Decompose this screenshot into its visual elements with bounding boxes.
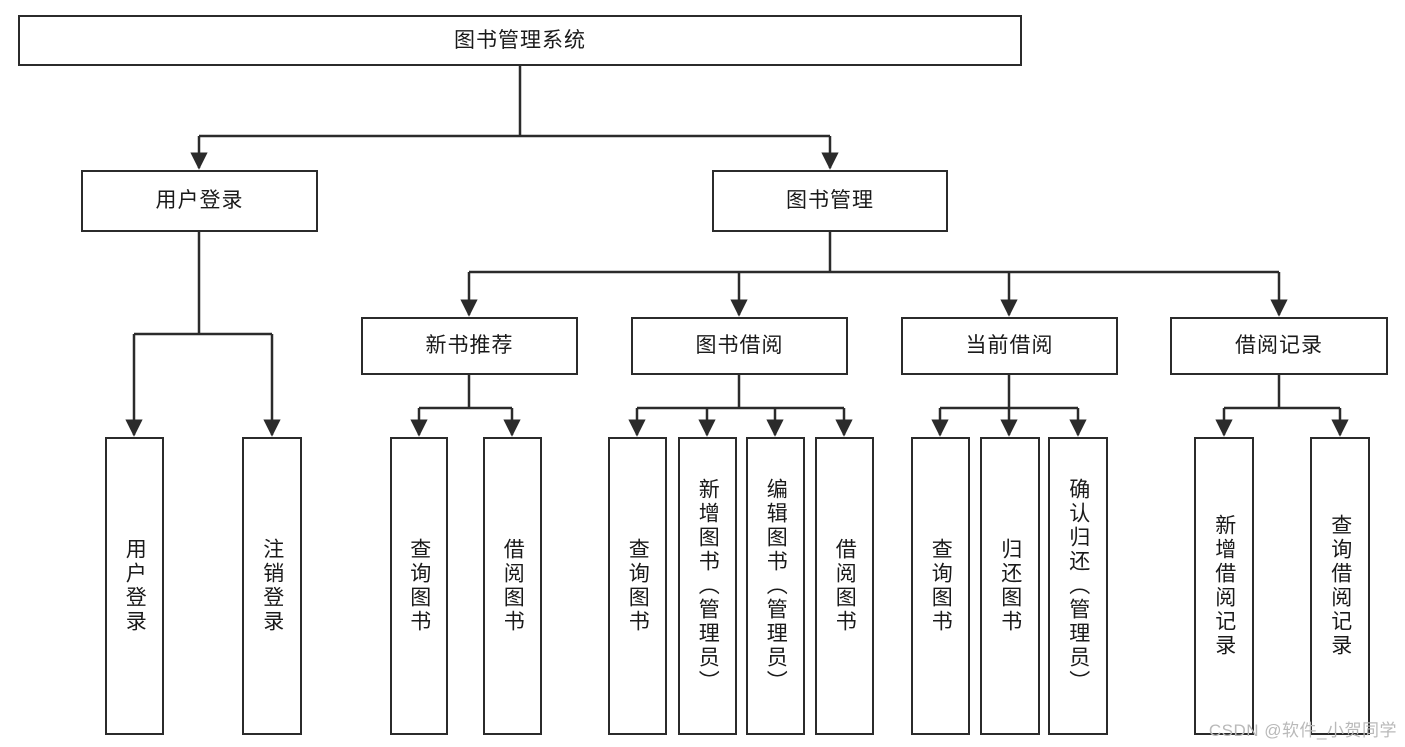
leaf-current-borrow-confirm-return[interactable]: 确认归还（管理员） <box>1048 437 1108 735</box>
leaf-book-borrow-edit[interactable]: 编辑图书（管理员） <box>746 437 805 735</box>
node-user-login[interactable]: 用户登录 <box>81 170 318 232</box>
node-label: 用户登录 <box>155 189 244 213</box>
leaf-book-borrow-add[interactable]: 新增图书（管理员） <box>678 437 737 735</box>
node-root-system[interactable]: 图书管理系统 <box>18 15 1022 66</box>
node-label: 用户登录 <box>123 538 147 634</box>
node-label: 借阅记录 <box>1235 334 1323 358</box>
leaf-current-borrow-query[interactable]: 查询图书 <box>911 437 970 735</box>
leaf-user-login-signin[interactable]: 用户登录 <box>105 437 164 735</box>
leaf-borrow-record-add[interactable]: 新增借阅记录 <box>1194 437 1254 735</box>
node-book-management[interactable]: 图书管理 <box>712 170 948 232</box>
node-new-book-recommend[interactable]: 新书推荐 <box>361 317 578 375</box>
node-label: 图书管理系统 <box>454 28 586 52</box>
node-label: 借阅图书 <box>833 538 857 634</box>
node-current-borrow[interactable]: 当前借阅 <box>901 317 1118 375</box>
node-book-borrow[interactable]: 图书借阅 <box>631 317 848 375</box>
leaf-new-book-query[interactable]: 查询图书 <box>390 437 448 735</box>
leaf-current-borrow-return[interactable]: 归还图书 <box>980 437 1040 735</box>
node-label: 当前借阅 <box>965 334 1054 358</box>
node-label: 查询借阅记录 <box>1328 514 1352 658</box>
node-label: 新增借阅记录 <box>1212 514 1236 658</box>
node-label: 归还图书 <box>998 538 1022 634</box>
node-label: 查询图书 <box>407 538 431 634</box>
leaf-new-book-borrow[interactable]: 借阅图书 <box>483 437 542 735</box>
watermark-text: CSDN @软件_小贺同学 <box>1208 721 1397 740</box>
leaf-user-login-signout[interactable]: 注销登录 <box>242 437 302 735</box>
node-label: 新书推荐 <box>425 334 514 358</box>
node-label: 查询图书 <box>626 538 650 634</box>
leaf-book-borrow-borrow[interactable]: 借阅图书 <box>815 437 874 735</box>
node-borrow-record[interactable]: 借阅记录 <box>1170 317 1388 375</box>
leaf-borrow-record-query[interactable]: 查询借阅记录 <box>1310 437 1370 735</box>
node-label: 图书管理 <box>786 189 874 213</box>
node-label: 借阅图书 <box>501 538 525 634</box>
leaf-book-borrow-query[interactable]: 查询图书 <box>608 437 667 735</box>
node-label: 确认归还（管理员） <box>1066 478 1090 694</box>
node-label: 新增图书（管理员） <box>696 478 720 694</box>
node-label: 图书借阅 <box>695 334 784 358</box>
node-label: 注销登录 <box>260 538 284 634</box>
node-label: 查询图书 <box>929 538 953 634</box>
node-label: 编辑图书（管理员） <box>764 478 788 694</box>
